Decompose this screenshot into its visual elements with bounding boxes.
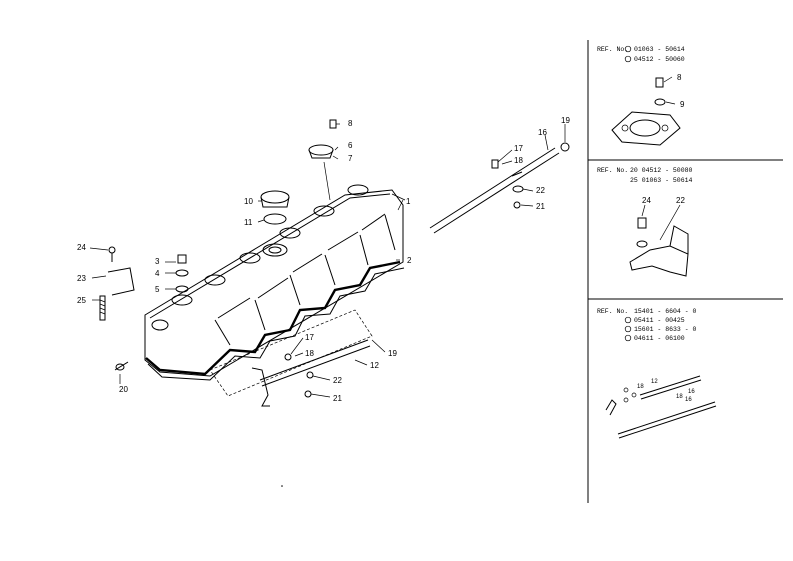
- panel-1-callout-9: 9: [680, 100, 685, 109]
- panel-2-callout-22: 22: [676, 196, 685, 205]
- panel-1: REF. No. 01063 - 50614 04512 - 50060 8 9: [597, 45, 685, 146]
- panel-3-callout-12: 12: [651, 379, 658, 385]
- callout-17: 17: [514, 144, 523, 153]
- callout-2: 2: [407, 256, 412, 265]
- callout-6: 6: [348, 141, 353, 150]
- valve-cover-assembly: [144, 184, 405, 381]
- panel-3-line-1: 15401 - 6604 - 0: [634, 308, 697, 315]
- panel-3-line-4: 04611 - 06100: [634, 335, 685, 342]
- side-panels: [587, 40, 783, 503]
- callout-7: 7: [348, 154, 353, 163]
- panel-1-line-2: 04512 - 50060: [634, 56, 685, 63]
- callout-25: 25: [77, 296, 86, 305]
- bracket-assembly: [99, 246, 135, 371]
- panel-3-callout-18: 18: [637, 384, 644, 390]
- breather-cap: [308, 119, 337, 201]
- panel-2-line-2: 25 01063 - 50614: [630, 177, 693, 184]
- cover-bolt: [175, 254, 189, 293]
- callout-23: 23: [77, 274, 86, 283]
- callout-labels: 1 2 3 4 5 6 7 8 10 11 12 16 17 18 19 20 …: [77, 116, 570, 403]
- panel-3-callout-18b: 18: [676, 394, 683, 400]
- panel-3-line-3: 15601 - 8633 - 0: [634, 326, 697, 333]
- callout-10: 10: [244, 197, 253, 206]
- callout-18-lower: 18: [305, 349, 314, 358]
- callout-18: 18: [514, 156, 523, 165]
- callout-19-lower: 19: [388, 349, 397, 358]
- panel-1-line-1: 01063 - 50614: [634, 46, 685, 53]
- callout-22: 22: [536, 186, 545, 195]
- callout-24: 24: [77, 243, 86, 252]
- throttle-rod: [429, 142, 570, 234]
- callout-3: 3: [155, 257, 160, 266]
- panel-2: REF. No. 20 04512 - 50080 25 01063 - 506…: [597, 167, 693, 277]
- panel-2-prefix: REF. No.: [597, 167, 628, 174]
- panel-2-line-1: 20 04512 - 50080: [630, 167, 693, 174]
- callout-16: 16: [538, 128, 547, 137]
- panel-1-prefix: REF. No.: [597, 46, 628, 53]
- callout-8: 8: [348, 119, 353, 128]
- callout-5: 5: [155, 285, 160, 294]
- callout-11: 11: [244, 218, 253, 227]
- lever-rod-assembly: [209, 309, 373, 407]
- callout-4: 4: [155, 269, 160, 278]
- callout-17-lower: 17: [305, 333, 314, 342]
- panel-3-callout-16b: 16: [688, 389, 695, 395]
- callout-21: 21: [536, 202, 545, 211]
- callout-22-lower: 22: [333, 376, 342, 385]
- callout-19: 19: [561, 116, 570, 125]
- callout-20: 20: [119, 385, 128, 394]
- callout-21-lower: 21: [333, 394, 342, 403]
- panel-3-callout-16: 16: [685, 397, 692, 403]
- panel-2-callout-24: 24: [642, 196, 651, 205]
- leader-lines: [89, 123, 566, 398]
- panel-3: REF. No. 15401 - 6604 - 0 05411 - 00425 …: [597, 308, 717, 439]
- panel-3-prefix: REF. No.: [597, 308, 628, 315]
- callout-1: 1: [406, 197, 411, 206]
- panel-1-callout-8: 8: [677, 73, 682, 82]
- panel-3-line-2: 05411 - 00425: [634, 317, 685, 324]
- oil-filler-cap: [260, 190, 290, 225]
- callout-12: 12: [370, 361, 379, 370]
